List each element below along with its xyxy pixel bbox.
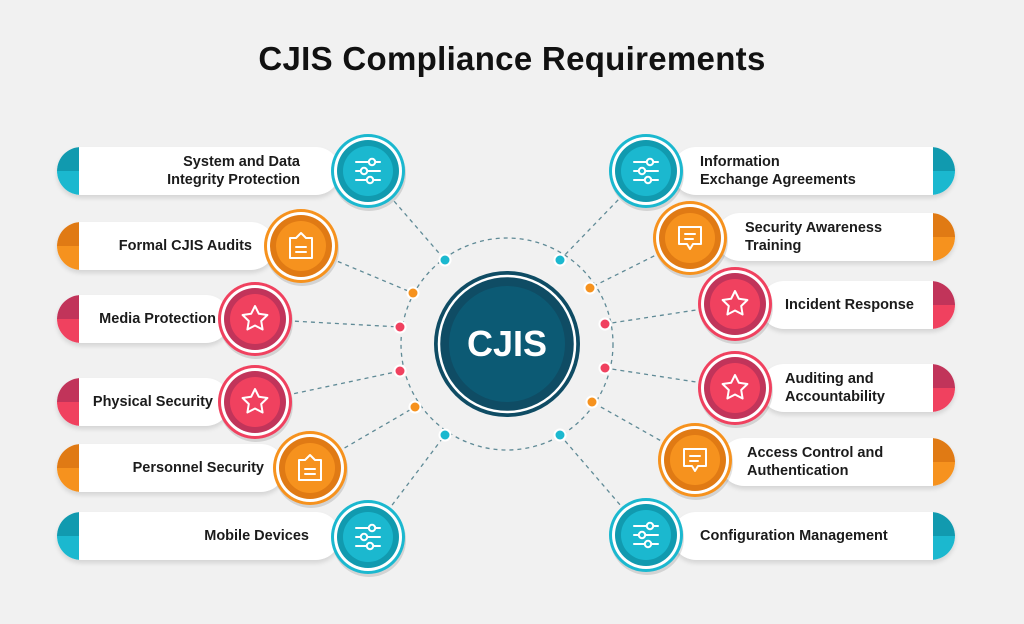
page-title: CJIS Compliance Requirements: [258, 40, 766, 77]
requirement-icon-badge: [658, 423, 733, 500]
sliders-icon: [355, 157, 381, 185]
requirement-icon-badge: [698, 267, 773, 344]
node-dot: [408, 400, 422, 414]
connector-line: [604, 303, 736, 325]
sliders-icon: [633, 521, 659, 549]
star-icon: [241, 305, 269, 331]
node-dot: [406, 286, 420, 300]
requirement-icon-badge: [331, 134, 406, 211]
node-dot: [585, 395, 599, 409]
node-dot: [598, 361, 612, 375]
requirement-pill: System and Data Integrity Protection: [57, 147, 340, 195]
clipboard-icon: [298, 454, 322, 481]
requirement-pill: Information Exchange Agreements: [672, 147, 955, 195]
requirement-label: Security Awareness Training: [745, 220, 883, 254]
requirement-label: Configuration Management: [700, 528, 888, 544]
star-icon: [721, 290, 749, 316]
node-dot: [598, 317, 612, 331]
requirement-label: Access Control and Authentication: [747, 445, 884, 479]
requirement-label: Auditing and Accountability: [785, 371, 885, 405]
connector-line: [604, 367, 736, 389]
connector-line: [367, 434, 446, 538]
center-hub-ring: [437, 274, 577, 414]
connector-line: [559, 434, 647, 536]
requirement-icon-badge: [609, 134, 684, 211]
node-dot: [393, 320, 407, 334]
requirement-label: Incident Response: [785, 297, 914, 313]
star-icon: [241, 388, 269, 414]
requirement-pill: Auditing and Accountability: [760, 364, 955, 412]
sliders-icon: [633, 157, 659, 185]
requirement-label: Formal CJIS Audits: [118, 238, 252, 254]
requirement-pill: Mobile Devices: [57, 512, 340, 560]
requirement-icon-badge: [218, 282, 293, 359]
star-icon: [721, 374, 749, 400]
message-icon: [683, 448, 707, 472]
requirement-icon-badge: [218, 365, 293, 442]
node-dot: [553, 428, 567, 442]
requirement-icon-badge: [609, 498, 684, 575]
requirement-pill: Personnel Security: [57, 444, 285, 492]
requirement-label: System and Data Integrity Protection: [167, 154, 300, 188]
requirement-label: Personnel Security: [132, 460, 264, 476]
sliders-icon: [355, 523, 381, 551]
message-icon: [678, 226, 702, 250]
requirement-icon-badge: [698, 351, 773, 428]
requirement-icon-badge: [331, 500, 406, 577]
requirement-label: Media Protection: [99, 311, 216, 327]
requirement-label: Mobile Devices: [204, 528, 309, 544]
node-dot: [393, 364, 407, 378]
requirement-icon-badge: [273, 431, 348, 508]
requirement-label: Information Exchange Agreements: [700, 154, 856, 188]
requirement-pill: Security Awareness Training: [716, 213, 955, 261]
node-dot: [438, 253, 452, 267]
requirement-pill: Formal CJIS Audits: [57, 222, 275, 270]
requirement-icon-badge: [264, 209, 339, 286]
center-hub-inner: [449, 286, 565, 402]
center-hub-label: CJIS: [466, 323, 548, 364]
requirement-pill: Media Protection: [57, 295, 230, 343]
node-dot: [553, 253, 567, 267]
requirement-icon-badge: [653, 201, 728, 278]
node-dot: [583, 281, 597, 295]
requirement-pill: Physical Security: [57, 378, 230, 426]
node-dot: [438, 428, 452, 442]
color-cap: [57, 444, 79, 492]
clipboard-icon: [289, 232, 313, 259]
dashed-ring: [400, 237, 614, 451]
requirement-label: Physical Security: [92, 394, 213, 410]
